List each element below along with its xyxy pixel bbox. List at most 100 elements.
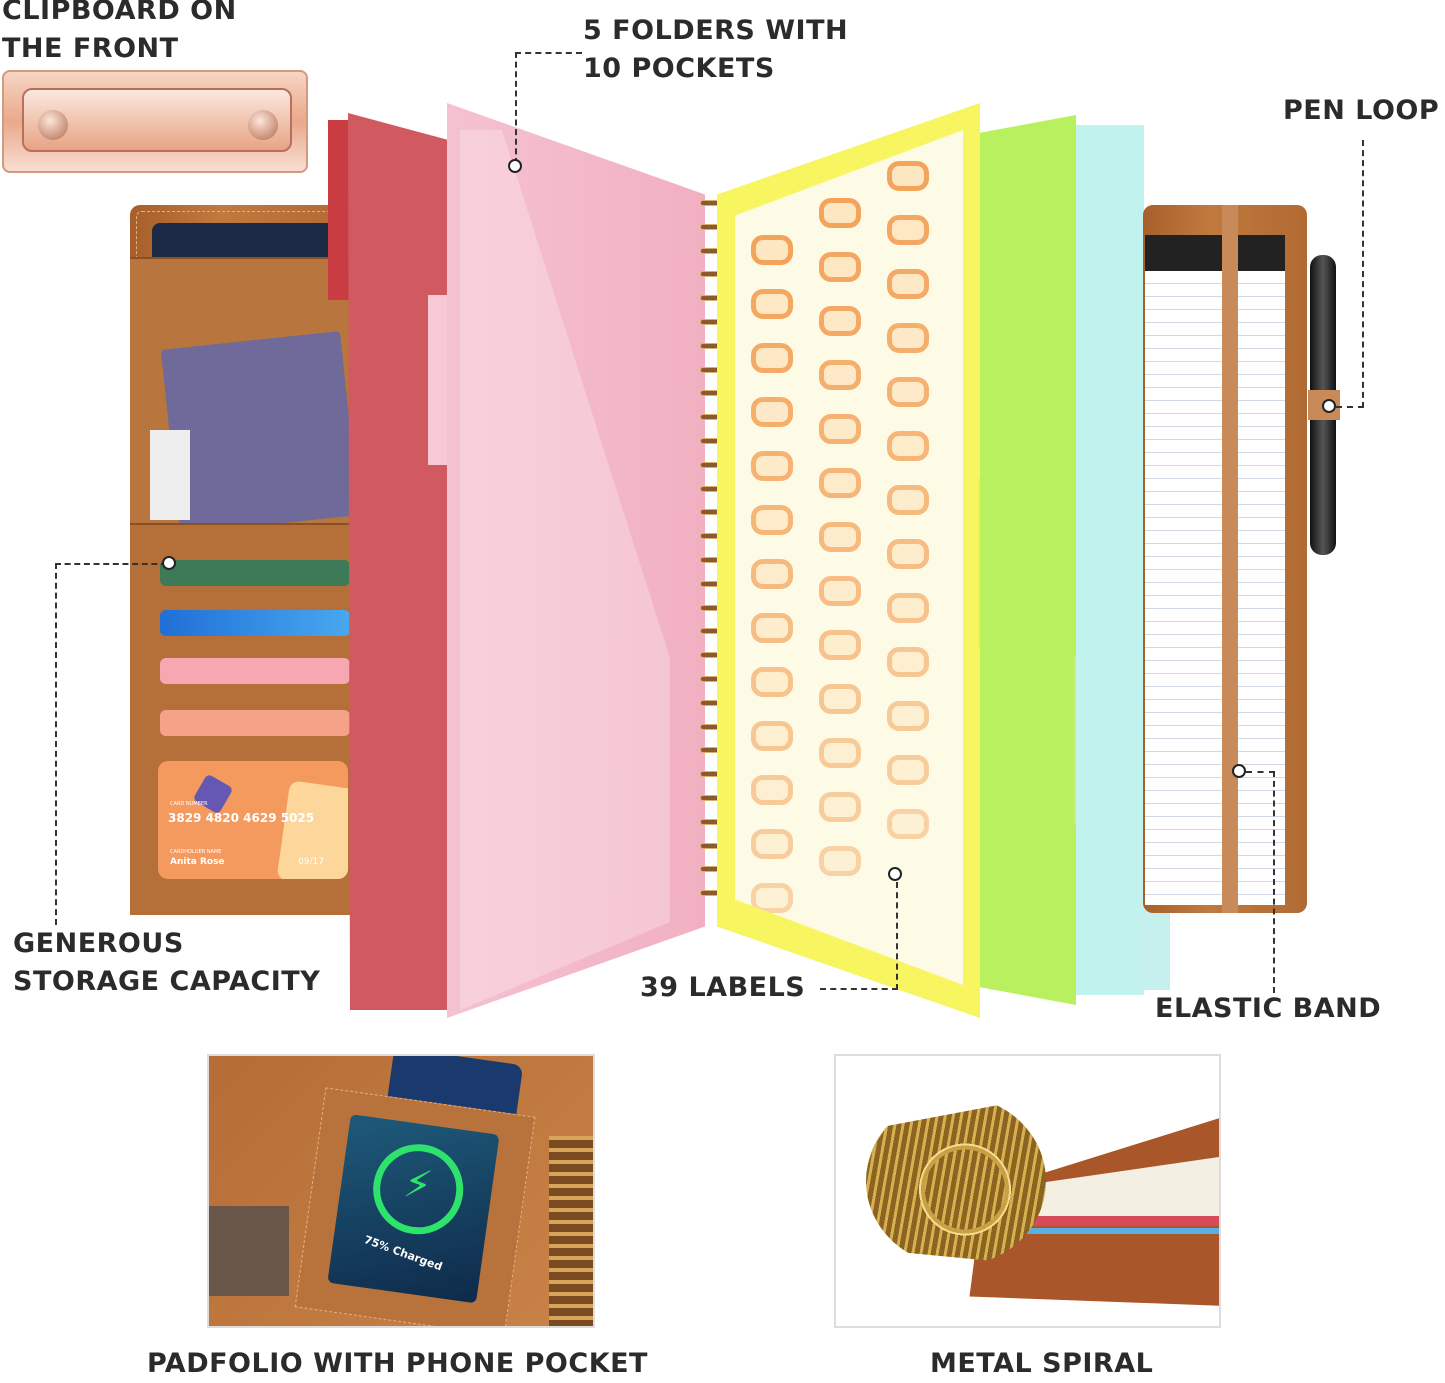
callout-leader xyxy=(515,52,582,164)
card-number-caption: CARD NUMBER xyxy=(170,801,208,807)
label-sticker xyxy=(751,397,793,427)
label-sticker xyxy=(887,161,929,191)
label-sticker xyxy=(751,505,793,535)
label-sticker xyxy=(887,431,929,461)
label-sticker xyxy=(887,755,929,785)
callout-line: 10 POCKETS xyxy=(583,53,775,84)
phone-screen: ⚡ 75% Charged xyxy=(327,1114,500,1304)
label-sheet xyxy=(735,130,963,985)
phone-pocket-photo: ⚡ 75% Charged xyxy=(207,1054,595,1328)
callout-line: GENEROUS xyxy=(13,928,184,959)
label-sticker xyxy=(819,198,861,228)
label-sticker xyxy=(819,846,861,876)
callout-dot xyxy=(1232,764,1246,778)
label-sticker xyxy=(819,468,861,498)
card-salmon xyxy=(160,710,350,736)
travel-document xyxy=(160,331,360,534)
phone-pocket: ⚡ 75% Charged xyxy=(294,1087,536,1326)
left-padfolio-panel: CARD NUMBER 3829 4820 4629 5025 CARDHOLD… xyxy=(130,205,362,915)
label-sticker xyxy=(751,289,793,319)
callout-storage: GENEROUS STORAGE CAPACITY xyxy=(13,925,320,1001)
card-number: 3829 4820 4629 5025 xyxy=(168,811,315,825)
callout-line: CLIPBOARD ON xyxy=(2,0,237,26)
label-sticker xyxy=(751,775,793,805)
credit-card: CARD NUMBER 3829 4820 4629 5025 CARDHOLD… xyxy=(158,761,348,879)
callout-leader xyxy=(55,563,167,925)
label-sticker xyxy=(887,593,929,623)
folder-red xyxy=(348,113,448,1010)
callout-pen-loop: PEN LOOP xyxy=(1283,95,1440,126)
folder-cyan xyxy=(1076,125,1144,995)
card-pink xyxy=(160,658,350,684)
spiral-binding xyxy=(700,200,722,910)
label-sticker xyxy=(819,684,861,714)
callout-phone-pocket: PADFOLIO WITH PHONE POCKET xyxy=(147,1348,648,1379)
card-holder-caption: CARDHOLDER NAME xyxy=(170,849,222,855)
label-sticker xyxy=(751,235,793,265)
callout-dot xyxy=(888,867,902,881)
right-padfolio-panel xyxy=(1143,205,1307,913)
callout-folders: 5 FOLDERS WITH 10 POCKETS xyxy=(583,12,848,88)
callout-labels: 39 LABELS xyxy=(640,972,806,1003)
label-sticker xyxy=(887,485,929,515)
card-pattern xyxy=(192,773,234,815)
spiral-edge xyxy=(549,1136,593,1326)
label-sticker xyxy=(887,269,929,299)
label-sticker xyxy=(819,792,861,822)
label-sticker xyxy=(751,559,793,589)
label-sticker xyxy=(819,576,861,606)
clipboard-rivet xyxy=(248,110,278,140)
label-sticker xyxy=(819,738,861,768)
label-sticker xyxy=(887,377,929,407)
label-sticker xyxy=(751,829,793,859)
callout-leader xyxy=(1246,771,1275,993)
card-expiry: 09/17 xyxy=(298,857,324,867)
label-sticker xyxy=(751,451,793,481)
ticket xyxy=(150,430,190,520)
folder-edges xyxy=(966,1216,1219,1226)
label-sticker xyxy=(751,667,793,697)
notepad xyxy=(1145,235,1285,905)
label-sticker xyxy=(751,883,793,913)
label-sticker xyxy=(887,323,929,353)
folder-edges xyxy=(966,1228,1219,1234)
spiral-coils xyxy=(866,1096,1046,1266)
folder-green xyxy=(980,115,1076,1005)
card-blue xyxy=(160,610,350,636)
label-sticker xyxy=(887,215,929,245)
card-window xyxy=(209,1206,289,1296)
label-sticker xyxy=(819,360,861,390)
label-sticker xyxy=(819,252,861,282)
charge-status: 75% Charged xyxy=(362,1233,445,1274)
folder-tab-pink xyxy=(428,295,448,465)
callout-line: THE FRONT xyxy=(2,33,179,64)
metal-spiral-photo xyxy=(834,1054,1221,1328)
elastic-band xyxy=(1222,205,1238,913)
callout-leader xyxy=(1336,140,1364,408)
label-sticker xyxy=(819,414,861,444)
label-sticker xyxy=(887,539,929,569)
card-holder: Anita Rose xyxy=(170,857,225,867)
label-sticker xyxy=(887,647,929,677)
callout-spiral: METAL SPIRAL xyxy=(930,1348,1154,1379)
callout-leader xyxy=(820,882,898,990)
callout-line: STORAGE CAPACITY xyxy=(13,966,321,997)
callout-dot xyxy=(508,159,522,173)
label-sticker xyxy=(819,630,861,660)
callout-dot xyxy=(1322,399,1336,413)
callout-elastic: ELASTIC BAND xyxy=(1155,993,1382,1024)
label-sticker xyxy=(819,522,861,552)
label-sticker xyxy=(887,701,929,731)
clipboard-image xyxy=(2,70,308,173)
card-green xyxy=(160,560,350,586)
label-sticker xyxy=(819,306,861,336)
label-sticker xyxy=(751,721,793,751)
label-sticker xyxy=(751,343,793,373)
label-sticker xyxy=(887,809,929,839)
callout-clipboard: CLIPBOARD ON THE FRONT xyxy=(2,0,237,68)
callout-dot xyxy=(162,556,176,570)
callout-line: 5 FOLDERS WITH xyxy=(583,15,849,46)
clipboard-rivet xyxy=(38,110,68,140)
folder-pink xyxy=(447,103,705,1018)
label-sticker xyxy=(751,613,793,643)
